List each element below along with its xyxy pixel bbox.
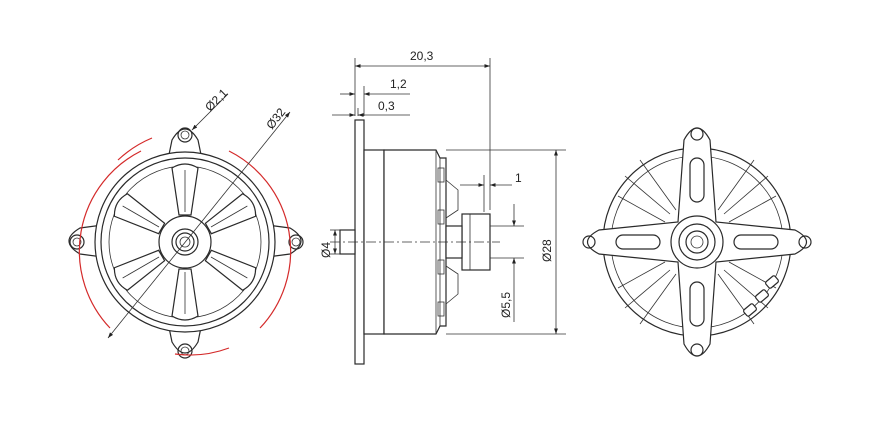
collar-dia-label: Ø5,5 <box>499 292 513 318</box>
hole-dia-label: Ø2,1 <box>202 86 231 115</box>
rear-wire-outlets <box>743 275 779 317</box>
shaft-dia-label: Ø4 <box>319 242 333 258</box>
motor-dia-label: Ø28 <box>540 239 554 262</box>
mount-circle-dia-label: Ø32 <box>263 105 288 132</box>
mount-circle-dia-leader <box>107 111 291 339</box>
flange-thickness-label: 1,2 <box>390 77 407 91</box>
flange-offset-label: 0,3 <box>378 99 395 113</box>
side-view: 20,3 1,2 0,3 Ø4 Ø28 Ø5,5 1 <box>319 49 566 365</box>
collar-step-label: 1 <box>515 171 522 185</box>
mount-hole-bottom <box>177 343 193 359</box>
mount-hole-left <box>69 234 85 250</box>
front-view: Ø2,1 Ø32 <box>68 86 304 359</box>
rear-view <box>582 127 812 357</box>
overall-length-label: 20,3 <box>410 49 434 63</box>
